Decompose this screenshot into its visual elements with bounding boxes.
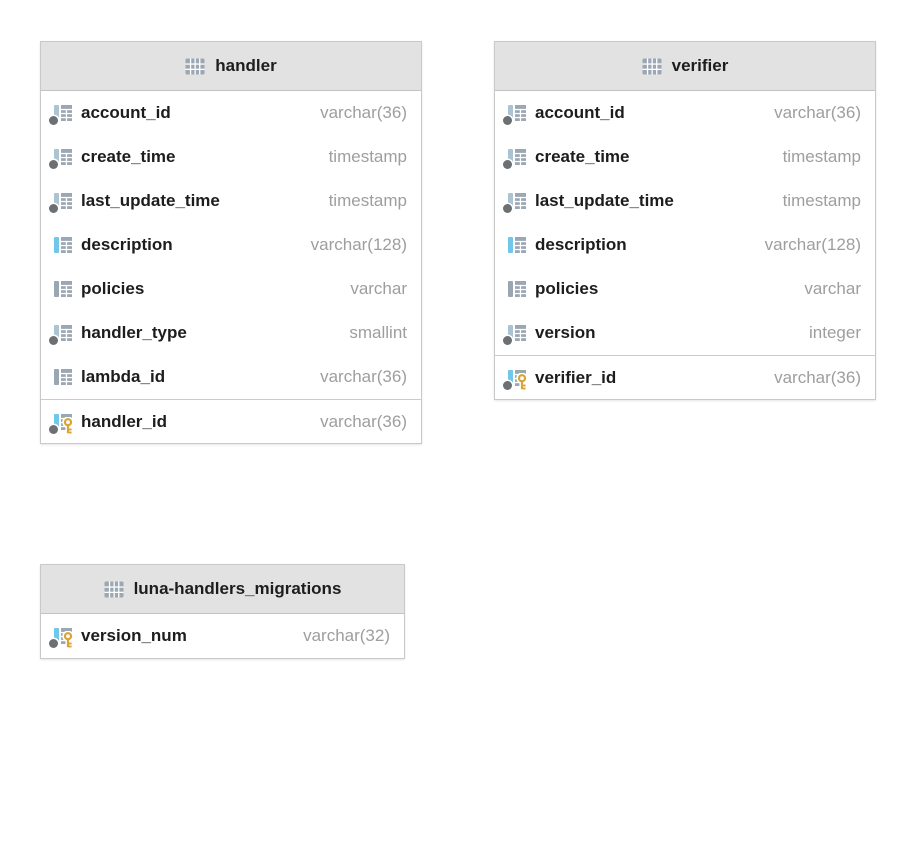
column-icon [49,102,73,125]
table-header[interactable]: verifier [495,42,875,91]
column-name: last_update_time [81,191,220,210]
table-icon [642,58,662,75]
not-null-dot [49,160,58,169]
column-list: version_num varchar(32) [41,614,404,658]
column-icon [503,102,527,125]
table-icon [104,581,124,598]
column-icon [49,322,73,345]
column-row[interactable]: create_time timestamp [41,135,421,179]
column-name: handler_id [81,411,167,431]
column-name: handler_type [81,323,187,342]
column-icon [503,146,527,169]
not-null-dot [49,424,58,434]
key-icon [62,631,75,649]
column-icon [505,278,527,300]
column-type: varchar(36) [320,103,407,122]
column-name: policies [535,279,599,298]
column-icon [51,234,73,256]
column-list: account_id varchar(36) create_time [495,91,875,399]
column-row[interactable]: description varchar(128) [41,223,421,267]
column-type: varchar(36) [774,103,861,122]
column-icon [505,234,527,256]
column-icon [49,146,73,169]
column-type: smallint [349,323,407,342]
column-name: lambda_id [81,367,166,386]
not-null-dot [503,160,512,169]
table-header[interactable]: luna-handlers_migrations [41,565,404,614]
column-row[interactable]: version integer [495,311,875,355]
column-type: varchar [804,279,861,298]
column-name: policies [81,279,145,298]
column-type: integer [809,323,861,342]
column-name: description [535,235,627,254]
column-row[interactable]: verifier_id varchar(36) [495,355,875,399]
column-icon [49,625,75,649]
column-name: last_update_time [535,191,674,210]
column-row[interactable]: create_time timestamp [495,135,875,179]
column-icon [51,366,73,388]
column-row[interactable]: handler_id varchar(36) [41,399,421,443]
column-name: account_id [535,103,625,122]
not-null-dot [49,639,58,648]
column-row[interactable]: account_id varchar(36) [495,91,875,135]
key-icon [516,372,529,391]
table-icon [185,58,205,75]
column-icon [503,322,527,345]
column-row[interactable]: version_num varchar(32) [41,614,404,658]
not-null-dot [503,336,512,345]
db-table[interactable]: verifier account_id varcha [494,41,876,400]
column-icon [49,411,75,435]
table-name: verifier [671,56,729,75]
column-type: varchar(36) [320,411,407,431]
column-name: description [81,235,173,254]
column-type: varchar(128) [310,235,407,254]
column-icon [503,367,529,391]
column-type: timestamp [328,147,407,166]
column-name: verifier_id [535,367,617,387]
column-row[interactable]: last_update_time timestamp [495,179,875,223]
table-header[interactable]: handler [41,42,421,91]
not-null-dot [503,204,512,213]
db-table[interactable]: handler account_id varchar [40,41,422,444]
table-name: luna-handlers_migrations [133,579,342,598]
column-name: version [535,323,596,342]
column-icon [49,190,73,213]
column-type: timestamp [328,191,407,210]
column-name: version_num [81,626,187,645]
column-row[interactable]: last_update_time timestamp [41,179,421,223]
column-icon [503,190,527,213]
column-type: timestamp [782,147,861,166]
not-null-dot [503,116,512,125]
column-name: create_time [81,147,176,166]
column-icon [51,278,73,300]
not-null-dot [49,204,58,213]
not-null-dot [49,336,58,345]
column-type: varchar(128) [764,235,861,254]
column-type: varchar [350,279,407,298]
not-null-dot [503,380,512,390]
column-name: account_id [81,103,171,122]
column-type: timestamp [782,191,861,210]
column-type: varchar(32) [303,626,390,645]
column-row[interactable]: account_id varchar(36) [41,91,421,135]
column-row[interactable]: policies varchar [495,267,875,311]
key-icon [62,416,75,435]
column-row[interactable]: lambda_id varchar(36) [41,355,421,399]
not-null-dot [49,116,58,125]
column-name: create_time [535,147,630,166]
column-type: varchar(36) [320,367,407,386]
column-type: varchar(36) [774,367,861,387]
column-row[interactable]: handler_type smallint [41,311,421,355]
column-list: account_id varchar(36) create_time [41,91,421,443]
column-row[interactable]: description varchar(128) [495,223,875,267]
db-table[interactable]: luna-handlers_migrations [40,564,405,659]
column-row[interactable]: policies varchar [41,267,421,311]
table-name: handler [215,56,277,75]
